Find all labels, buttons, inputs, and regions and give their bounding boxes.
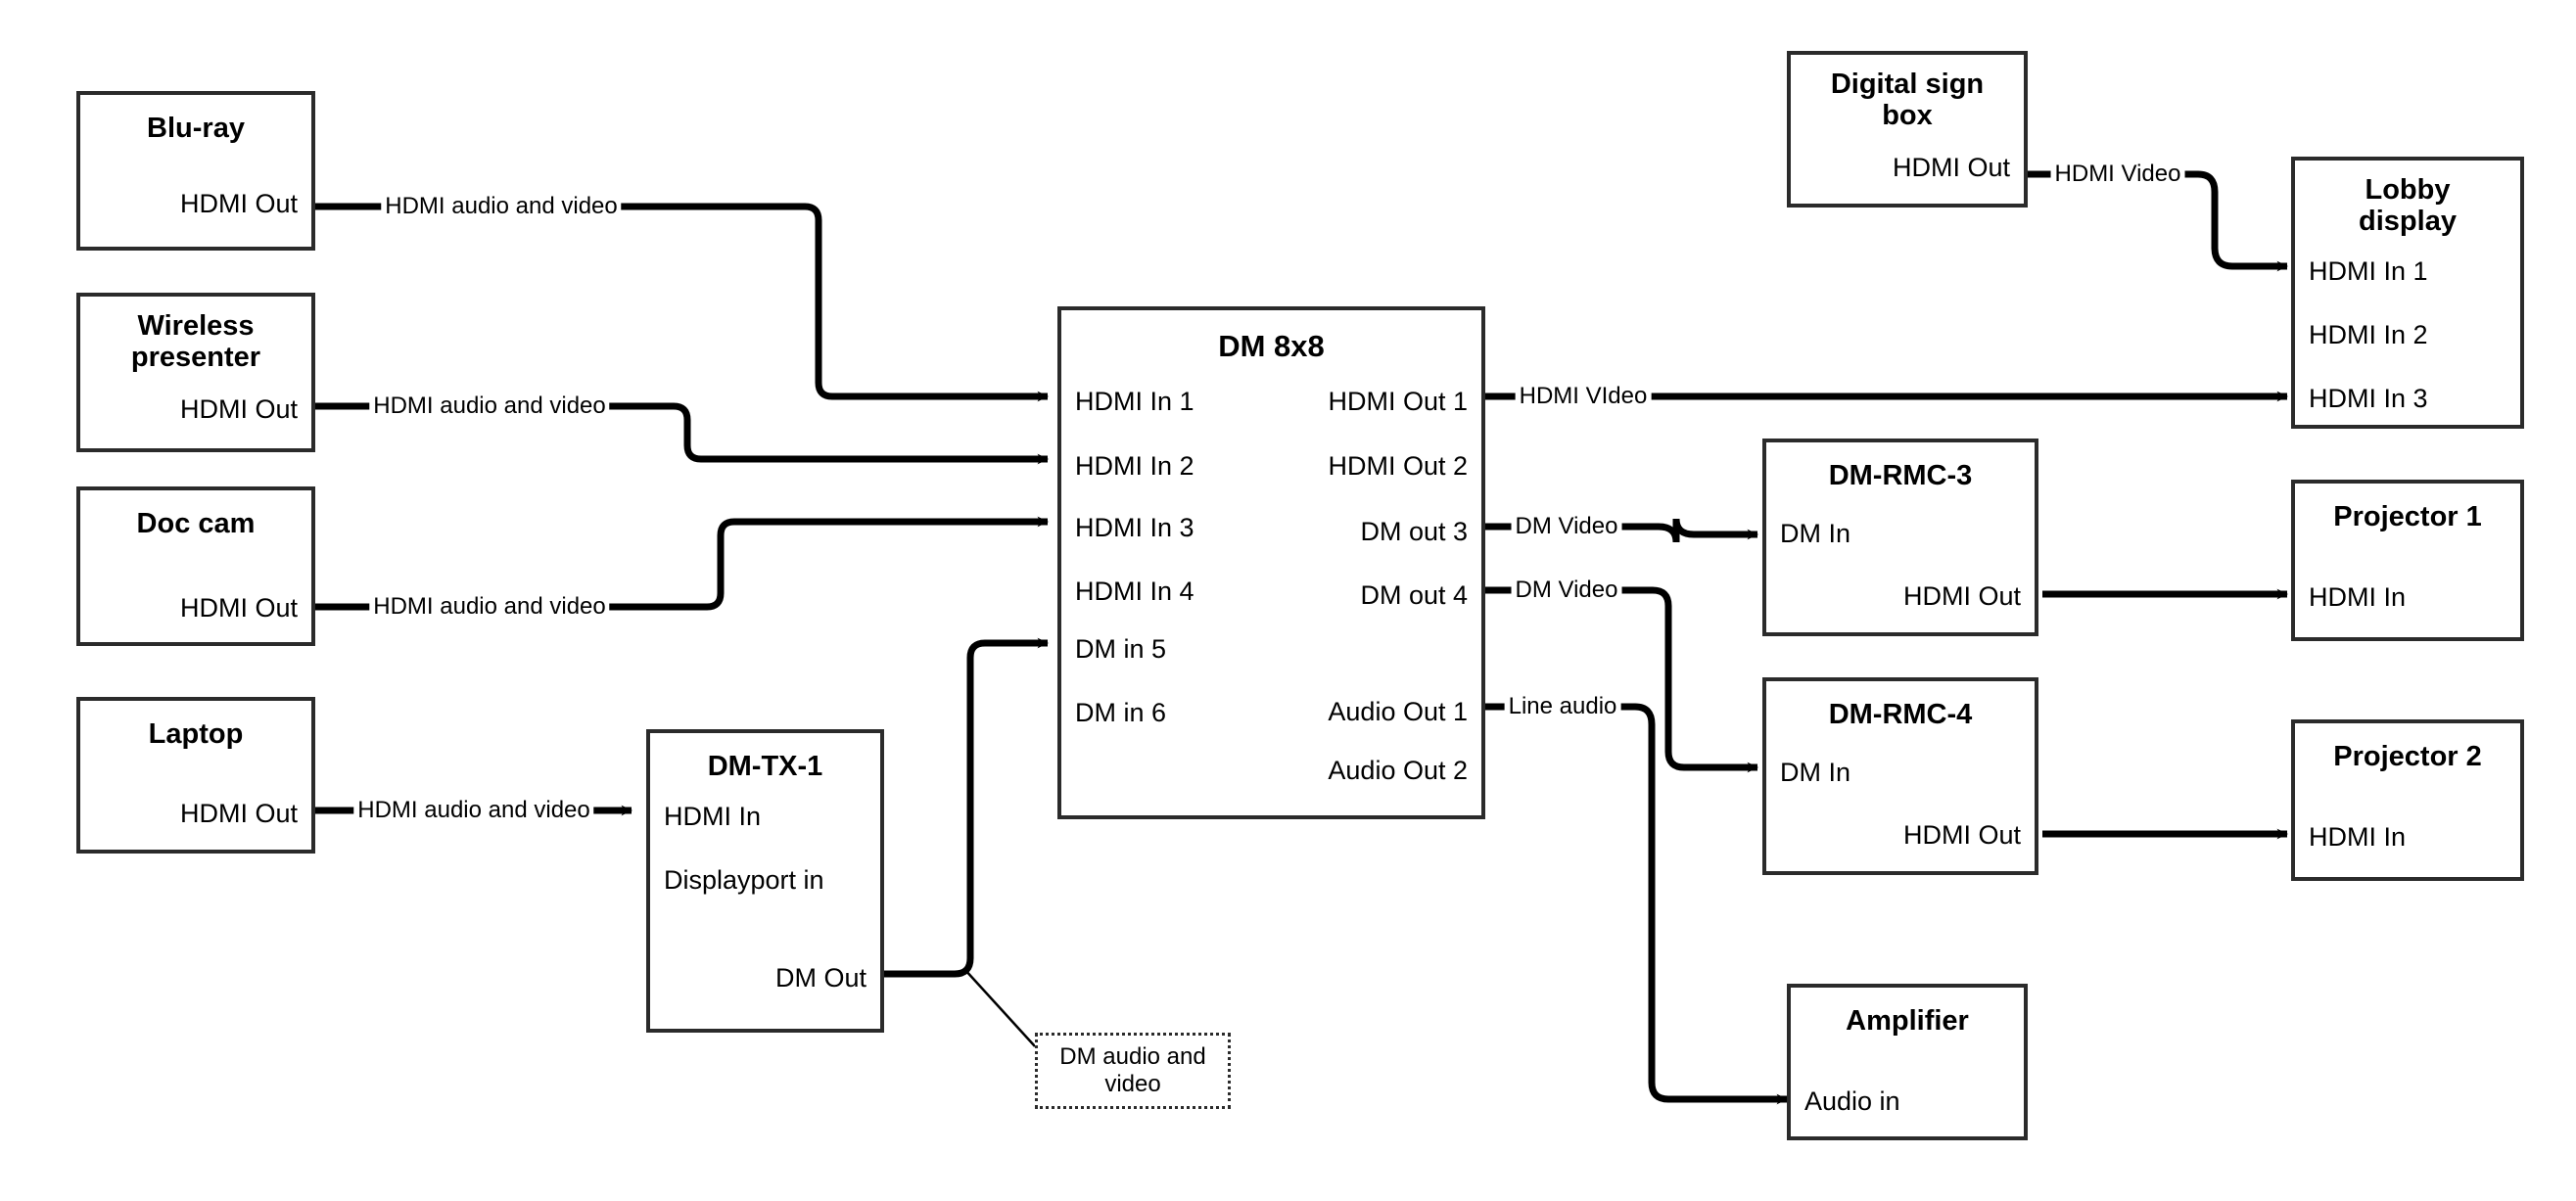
- edge-dm8x8-to-rmc4: [1484, 586, 1758, 773]
- node-title: Lobby display: [2359, 174, 2457, 238]
- callout-leader-line: [963, 968, 1036, 1047]
- node-title: Doc cam: [136, 508, 256, 539]
- edge-label-hdmi-out-1: HDMI VIdeo: [1515, 383, 1652, 410]
- port-audio-in: Audio in: [1804, 1086, 1900, 1116]
- port-hdmi-out: HDMI Out: [179, 799, 298, 828]
- node-title: Laptop: [148, 718, 244, 750]
- node-projector-2[interactable]: Projector 2 HDMI In: [2291, 719, 2524, 881]
- port-hdmi-in-2: HDMI In 2: [1075, 451, 1194, 481]
- edge-dm8x8-to-amp: [1484, 703, 1788, 1105]
- port-hdmi-out-1: HDMI Out 1: [1328, 387, 1468, 416]
- port-dm-in-5: DM in 5: [1075, 634, 1167, 664]
- edge-label-wireless: HDMI audio and video: [369, 393, 610, 420]
- port-hdmi-in: HDMI In: [2309, 822, 2407, 852]
- node-title: Wireless presenter: [130, 310, 261, 374]
- node-dm-tx-1[interactable]: DM-TX-1 HDMI In Displayport in DM Out: [646, 729, 884, 1033]
- port-hdmi-in-1: HDMI In 1: [1075, 387, 1194, 416]
- callout-text: DM audio and video: [1059, 1042, 1206, 1097]
- port-dm-out: DM Out: [774, 963, 866, 993]
- node-bluray[interactable]: Blu-ray HDMI Out: [76, 91, 315, 251]
- port-hdmi-in-3: HDMI In 3: [2309, 384, 2428, 413]
- edge-dmtx1-to-dm8x8: [884, 637, 1049, 978]
- node-laptop[interactable]: Laptop HDMI Out: [76, 697, 315, 854]
- port-displayport-in: Displayport in: [664, 865, 824, 895]
- port-audio-out-2: Audio Out 2: [1328, 756, 1468, 785]
- edge-doccam-to-dm8x8: [315, 516, 1049, 611]
- node-wireless-presenter[interactable]: Wireless presenter HDMI Out: [76, 293, 315, 452]
- node-title: Projector 1: [2333, 501, 2482, 532]
- node-projector-1[interactable]: Projector 1 HDMI In: [2291, 480, 2524, 641]
- port-hdmi-out: HDMI Out: [179, 593, 298, 623]
- port-hdmi-in: HDMI In: [664, 802, 762, 831]
- node-title: Digital sign box: [1830, 69, 1985, 132]
- edge-label-dm-out-3: DM Video: [1511, 513, 1622, 540]
- node-lobby-display[interactable]: Lobby display HDMI In 1 HDMI In 2 HDMI I…: [2291, 157, 2524, 429]
- port-dm-out-3: DM out 3: [1360, 517, 1468, 546]
- port-hdmi-out: HDMI Out: [1892, 153, 2010, 182]
- port-hdmi-out: HDMI Out: [179, 189, 298, 218]
- node-doc-cam[interactable]: Doc cam HDMI Out: [76, 486, 315, 646]
- node-dm-8x8[interactable]: DM 8x8 HDMI In 1 HDMI In 2 HDMI In 3 HDM…: [1057, 306, 1485, 819]
- edge-bluray-to-dm8x8: [315, 203, 1049, 402]
- edge-label-dm-out-4: DM Video: [1511, 577, 1622, 604]
- node-title: DM-RMC-3: [1828, 460, 1973, 491]
- port-hdmi-in-2: HDMI In 2: [2309, 320, 2428, 349]
- port-hdmi-out: HDMI Out: [1902, 820, 2021, 850]
- port-hdmi-out: HDMI Out: [179, 394, 298, 424]
- edge-label-doccam: HDMI audio and video: [369, 593, 610, 621]
- port-hdmi-in-1: HDMI In 1: [2309, 256, 2428, 286]
- node-title: DM 8x8: [1218, 329, 1325, 363]
- node-digital-sign-box[interactable]: Digital sign box HDMI Out: [1787, 51, 2028, 208]
- node-amplifier[interactable]: Amplifier Audio in: [1787, 984, 2028, 1140]
- port-dm-in: DM In: [1780, 758, 1851, 787]
- port-dm-in: DM In: [1780, 519, 1851, 548]
- node-dm-rmc-4[interactable]: DM-RMC-4 DM In HDMI Out: [1762, 677, 2038, 875]
- edge-signbox-to-lobby: [2028, 170, 2288, 272]
- port-dm-out-4: DM out 4: [1360, 580, 1468, 610]
- edge-label-bluray: HDMI audio and video: [381, 193, 622, 220]
- port-dm-in-6: DM in 6: [1075, 698, 1167, 727]
- port-hdmi-in-3: HDMI In 3: [1075, 513, 1194, 542]
- node-title: DM-RMC-4: [1828, 699, 1973, 730]
- edge-label-laptop: HDMI audio and video: [353, 797, 594, 824]
- edge-wireless-to-dm8x8: [315, 402, 1049, 465]
- port-audio-out-1: Audio Out 1: [1328, 697, 1468, 726]
- node-title: DM-TX-1: [707, 751, 823, 782]
- node-title: Blu-ray: [147, 113, 245, 144]
- edge-label-signbox: HDMI Video: [2050, 161, 2185, 188]
- node-dm-rmc-3[interactable]: DM-RMC-3 DM In HDMI Out: [1762, 439, 2038, 636]
- node-title: Projector 2: [2333, 741, 2482, 772]
- port-hdmi-in-4: HDMI In 4: [1075, 577, 1194, 606]
- port-hdmi-out-2: HDMI Out 2: [1328, 451, 1468, 481]
- callout-dm-audio-and-video: DM audio and video: [1035, 1033, 1231, 1109]
- edge-dm8x8-to-rmc3: [1484, 518, 1758, 543]
- edge-label-audio-out-1: Line audio: [1504, 693, 1621, 720]
- port-hdmi-out: HDMI Out: [1902, 581, 2021, 611]
- node-title: Amplifier: [1846, 1005, 1969, 1037]
- port-hdmi-in: HDMI In: [2309, 582, 2407, 612]
